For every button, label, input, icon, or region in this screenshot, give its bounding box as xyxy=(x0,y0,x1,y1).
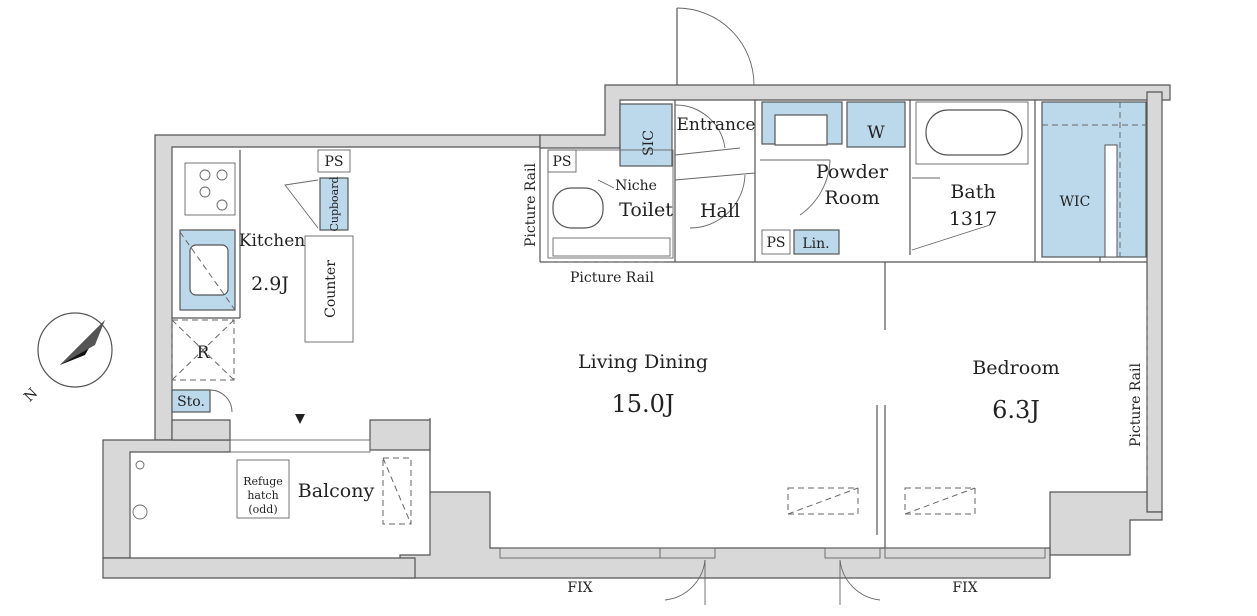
powder-room-label-1: Powder xyxy=(816,161,889,183)
pipe-space-toilet xyxy=(547,149,577,173)
washer-space xyxy=(846,101,906,148)
bath-size: 1317 xyxy=(949,208,997,230)
refuge-hatch xyxy=(236,459,290,519)
toilet-bowl xyxy=(552,187,604,229)
counter-label: Counter xyxy=(323,260,339,318)
refuge-hatch-line2: hatch xyxy=(247,489,278,502)
living-dining-label: Living Dining xyxy=(578,351,708,373)
hall-label: Hall xyxy=(700,200,740,222)
fix-label-bedroom: FIX xyxy=(952,580,977,596)
bath-unit xyxy=(915,101,1029,165)
storage-label: Sto. xyxy=(177,394,205,410)
entrance-inner-door xyxy=(674,104,756,229)
compass: N xyxy=(21,312,113,405)
interior-walls xyxy=(172,100,1147,548)
niche-label: Niche xyxy=(615,178,657,194)
storage xyxy=(171,389,211,413)
window-bedroom xyxy=(884,547,1046,559)
refrigerator-label: R xyxy=(197,343,211,363)
balcony-label: Balcony xyxy=(298,480,375,502)
pipe-space-kitchen xyxy=(317,149,351,173)
pipe-space-powder xyxy=(761,229,791,255)
ac-indoor-living xyxy=(787,487,859,515)
powder-room-label-2: Room xyxy=(824,187,879,209)
fix-label-living: FIX xyxy=(567,580,592,596)
powder-room-door xyxy=(760,159,831,216)
picture-rail-label-bedroom: Picture Rail xyxy=(1128,362,1144,446)
compass-north-label: N xyxy=(21,385,41,405)
wic-label: WIC xyxy=(1060,194,1091,210)
toilet-room xyxy=(547,149,674,259)
bedroom-label: Bedroom xyxy=(972,357,1059,379)
refrigerator-space xyxy=(171,319,235,381)
shoe-closet xyxy=(619,103,673,167)
picture-rail-label-toilet-bottom: Picture Rail xyxy=(570,270,654,286)
toilet-label: Toilet xyxy=(619,199,673,221)
ps-powder-label: PS xyxy=(766,235,785,251)
lin-label: Lin. xyxy=(802,236,829,252)
living-dining-size: 15.0J xyxy=(611,390,674,418)
ac-indoor-bedroom xyxy=(904,487,976,515)
cupboard-label: Cupboard xyxy=(328,176,341,231)
counter xyxy=(304,235,354,343)
sink xyxy=(774,114,828,146)
balcony-drain xyxy=(132,504,148,520)
kitchen-size: 2.9J xyxy=(251,273,289,295)
entrance-label: Entrance xyxy=(677,115,756,135)
refuge-hatch-line3: (odd) xyxy=(248,503,277,516)
refuge-hatch-line1: Refuge xyxy=(243,475,283,488)
stove xyxy=(184,162,236,216)
sic-label: SIC xyxy=(641,130,657,156)
ps-kitchen-label: PS xyxy=(324,154,343,170)
bedroom-size: 6.3J xyxy=(992,396,1040,424)
ps-toilet-label: PS xyxy=(552,154,571,170)
ac-outdoor-unit xyxy=(382,457,412,525)
entrance-door xyxy=(676,7,755,86)
cupboard xyxy=(319,177,349,231)
bath-door xyxy=(911,177,991,251)
picture-rail-label-toilet-side: Picture Rail xyxy=(523,162,539,246)
washer-label: W xyxy=(867,123,885,143)
balcony-doors xyxy=(659,547,881,605)
linen-closet xyxy=(793,229,840,255)
walk-in-closet xyxy=(1041,101,1147,258)
balcony-window xyxy=(229,439,371,453)
bath-label: Bath xyxy=(950,181,995,203)
kitchen-label: Kitchen xyxy=(239,231,305,251)
bathtub xyxy=(925,109,1023,156)
